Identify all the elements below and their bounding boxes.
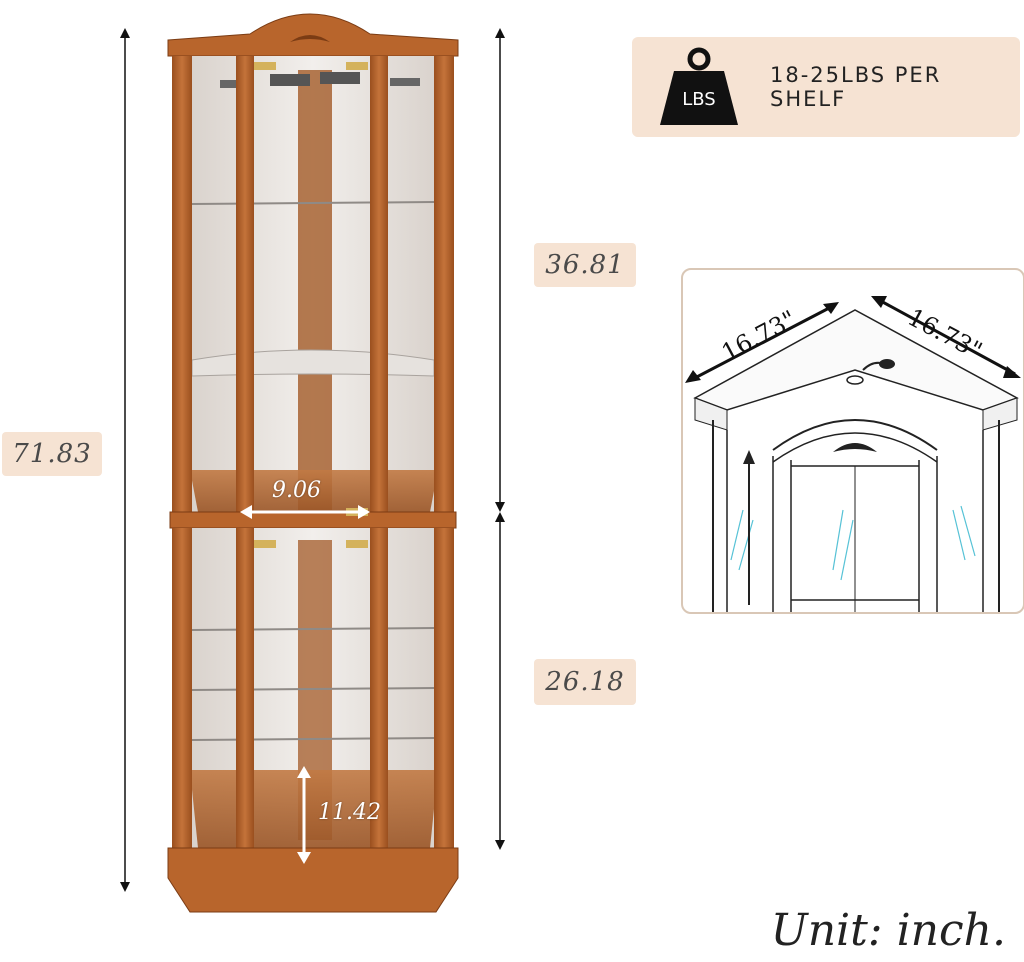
- crown-carving: [290, 35, 330, 42]
- lower-height-line: [495, 512, 505, 850]
- weight-capacity-text: 18-25LBS PER SHELF: [770, 63, 942, 111]
- unit-note: Unit: inch.: [770, 905, 1006, 956]
- weight-capacity-badge: LBS 18-25LBS PER SHELF: [632, 37, 1020, 137]
- inner-spacing-arrow: [297, 766, 311, 864]
- overall-height-line: [120, 28, 130, 892]
- inner-width-label: 9.06: [272, 478, 321, 503]
- inner-spacing-label: 11.42: [318, 800, 381, 825]
- upper-height-label: 36.81: [534, 243, 636, 287]
- inner-width-arrow: [240, 505, 370, 519]
- weight-icon-label: LBS: [682, 89, 716, 110]
- weight-icon: LBS: [656, 45, 742, 129]
- lower-height-label: 26.18: [534, 659, 636, 705]
- top-view-detail: 16.73" 16.73": [681, 268, 1024, 614]
- corner-cabinet-illustration: [167, 13, 459, 913]
- cabinet-base: [167, 847, 459, 913]
- top-view-drawing: [685, 296, 1021, 612]
- crown-top: [167, 13, 459, 57]
- middle-band: [169, 511, 457, 529]
- upper-height-line: [495, 28, 505, 512]
- overall-height-label: 71.83: [2, 432, 102, 476]
